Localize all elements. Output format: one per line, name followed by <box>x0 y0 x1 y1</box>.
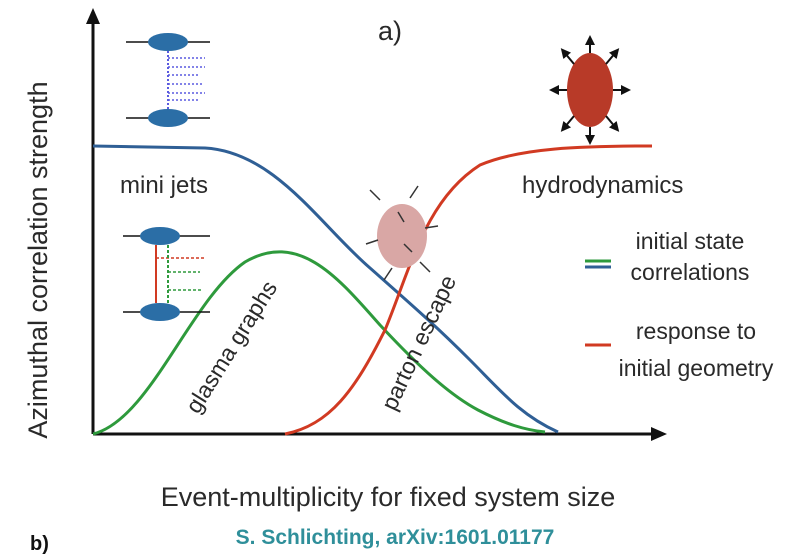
legend-response-line1: response to <box>636 318 756 344</box>
legend: initial state correlations response to i… <box>585 228 774 381</box>
legend-initial-state-line1: initial state <box>636 228 745 254</box>
y-axis-label: Azimuthal correlation strength <box>23 81 53 438</box>
proton-top <box>148 33 188 51</box>
credit-line: S. Schlichting, arXiv:1601.01177 <box>235 526 555 549</box>
hydrodynamics-label: hydrodynamics <box>522 172 683 199</box>
proton-bottom <box>148 109 188 127</box>
hydrodynamics-blob <box>549 35 631 145</box>
parton-escape-label: parton escape <box>376 271 461 414</box>
bottom-fragment: b) <box>30 533 49 555</box>
proton-bottom <box>140 303 180 321</box>
y-axis-arrowhead <box>86 8 100 24</box>
mini-jets-label: mini jets <box>120 172 208 199</box>
mini-jet-illustration <box>126 33 210 127</box>
parton-escape-blob <box>365 185 439 281</box>
glasma-illustration <box>123 227 210 321</box>
glasma-graphs-label: glasma graphs <box>180 276 282 418</box>
legend-response-line2: initial geometry <box>619 355 774 381</box>
blue-curve-initial-state <box>92 144 559 434</box>
x-axis-label: Event-multiplicity for fixed system size <box>161 482 616 512</box>
x-axis-arrowhead <box>651 427 667 441</box>
legend-initial-state-line2: correlations <box>631 259 750 285</box>
proton-top <box>140 227 180 245</box>
panel-label: a) <box>378 16 402 46</box>
green-curve-glasma <box>92 250 546 436</box>
